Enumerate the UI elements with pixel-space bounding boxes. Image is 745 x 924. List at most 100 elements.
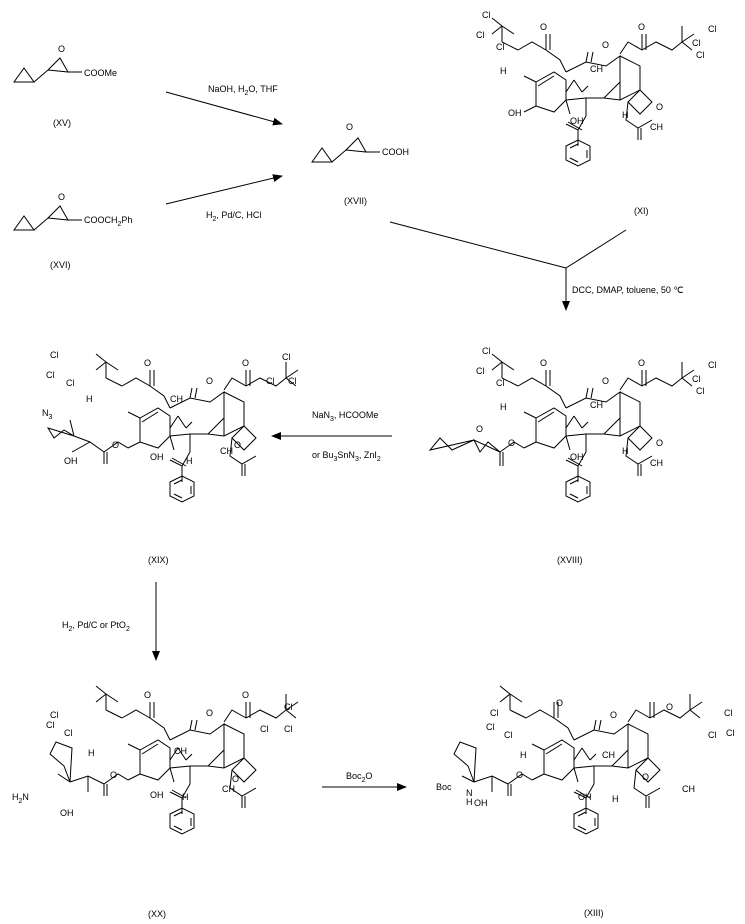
compound-xiii: Cl Cl Cl O O O Cl Cl Cl H CH O OH H CH O…: [453, 685, 735, 835]
step1-condition: NaOH, H2O, THF: [208, 84, 278, 97]
svg-text:OH: OH: [60, 808, 74, 818]
svg-text:O: O: [656, 438, 663, 448]
svg-text:Cl: Cl: [696, 50, 705, 60]
arrow-xv-to-xvii: [165, 91, 283, 126]
svg-text:O: O: [110, 770, 117, 780]
compound-xv: O COOMe (XV): [13, 44, 117, 128]
svg-text:H: H: [88, 748, 95, 758]
svg-text:Cl: Cl: [66, 378, 75, 388]
svg-text:O: O: [602, 40, 609, 50]
svg-text:OH: OH: [474, 798, 488, 808]
svg-text:O: O: [112, 440, 119, 450]
svg-text:OH: OH: [570, 116, 584, 126]
svg-text:Cl: Cl: [692, 374, 701, 384]
svg-text:H2N: H2N: [12, 792, 29, 805]
svg-text:Cl: Cl: [288, 376, 297, 386]
svg-text:Cl: Cl: [260, 724, 269, 734]
svg-text:OH: OH: [150, 452, 164, 462]
svg-text:Cl: Cl: [50, 710, 59, 720]
xvi-epoxide-o: O: [58, 192, 65, 202]
xix-azide: N: [42, 408, 49, 418]
svg-text:O: O: [206, 708, 213, 718]
svg-text:O: O: [540, 358, 547, 368]
svg-text:OH: OH: [508, 108, 522, 118]
svg-text:O: O: [206, 376, 213, 386]
step5-condition: H2, Pd/C or PtO2: [62, 620, 130, 633]
svg-text:CH: CH: [682, 784, 695, 794]
compound-xvii: O COOH (XVII): [311, 122, 409, 206]
xvi-ester-label: COOCH: [84, 215, 118, 225]
svg-text:CH: CH: [590, 400, 603, 410]
xix-label: (XIX): [148, 555, 169, 565]
svg-text:Cl: Cl: [708, 24, 717, 34]
step4-condition-line2: or Bu3SnN3, ZnI2: [312, 450, 381, 463]
svg-text:O: O: [144, 690, 151, 700]
svg-text:O: O: [610, 710, 617, 720]
svg-text:O: O: [656, 102, 663, 112]
svg-text:Cl: Cl: [482, 10, 491, 20]
svg-text:H: H: [182, 792, 189, 802]
arrow-xvi-to-xvii: [165, 174, 283, 205]
svg-text:Cl: Cl: [726, 728, 735, 738]
svg-text:CH: CH: [170, 394, 183, 404]
svg-text:Cl: Cl: [284, 724, 293, 734]
svg-text:OH: OH: [150, 790, 164, 800]
svg-text:CH: CH: [222, 784, 235, 794]
svg-text:Cl: Cl: [490, 708, 499, 718]
compound-xx: Cl Cl Cl O O O Cl Cl Cl H CH O OH H CH O…: [12, 685, 299, 835]
svg-text:Cl: Cl: [496, 378, 505, 388]
svg-text:Cl: Cl: [708, 730, 717, 740]
svg-text:O: O: [666, 702, 673, 712]
svg-text:Cl: Cl: [284, 702, 293, 712]
svg-text:Cl: Cl: [282, 352, 291, 362]
compound-xviii: Cl Cl Cl O O O Cl Cl Cl H CH O OH H CH O…: [428, 346, 717, 503]
svg-text:Cl: Cl: [476, 30, 485, 40]
svg-text:H: H: [500, 402, 507, 412]
svg-text:Cl: Cl: [724, 708, 733, 718]
svg-text:O: O: [516, 770, 523, 780]
xx-amine: H: [12, 792, 19, 802]
xi-label: (XI): [634, 206, 649, 216]
svg-text:O: O: [508, 438, 515, 448]
xiii-label: (XIII): [584, 908, 604, 918]
svg-text:H: H: [520, 750, 527, 760]
svg-text:O: O: [540, 22, 547, 32]
svg-text:Cl: Cl: [64, 728, 73, 738]
svg-text:CH: CH: [650, 458, 663, 468]
svg-text:O: O: [232, 774, 239, 784]
svg-text:Cl: Cl: [504, 730, 513, 740]
step3-condition: DCC, DMAP, toluene, 50 ℃: [572, 285, 684, 295]
svg-text:Cl: Cl: [476, 366, 485, 376]
svg-text:Cl: Cl: [46, 720, 55, 730]
svg-text:CH: CH: [220, 446, 233, 456]
compound-xix: Cl Cl Cl O O O Cl Cl Cl H CH O OH H CH O…: [42, 350, 299, 503]
svg-text:H: H: [186, 456, 193, 466]
svg-text:H: H: [500, 66, 507, 76]
xv-epoxide-o: O: [58, 44, 65, 54]
xv-label: (XV): [53, 118, 71, 128]
svg-text:Cl: Cl: [708, 360, 717, 370]
xvi-ester-tail: Ph: [121, 215, 132, 225]
svg-text:O: O: [602, 376, 609, 386]
svg-text:Cl: Cl: [266, 376, 275, 386]
svg-text:Cl: Cl: [696, 386, 705, 396]
svg-text:O: O: [242, 690, 249, 700]
svg-text:CH: CH: [174, 746, 187, 756]
svg-text:OH: OH: [570, 452, 584, 462]
xvi-ester-sub: 2: [118, 221, 122, 228]
svg-text:H: H: [622, 446, 629, 456]
svg-text:O: O: [638, 358, 645, 368]
compound-xvi: O COOCH2Ph (XVI): [13, 192, 132, 270]
xviii-label: (XVIII): [557, 555, 583, 565]
step6-condition: Boc2O: [346, 771, 372, 784]
step2-condition: H2, Pd/C, HCl: [206, 210, 261, 223]
step4-condition-line1: NaN3, HCOOMe: [312, 410, 378, 423]
svg-text:Cl: Cl: [486, 722, 495, 732]
compound-xi: Cl Cl Cl O O O Cl Cl Cl H CH O OH H CH O…: [476, 10, 717, 167]
xiii-boc: Boc: [436, 782, 452, 792]
svg-text:O: O: [556, 698, 563, 708]
svg-text:H: H: [612, 794, 619, 804]
xvii-label: (XVII): [344, 196, 367, 206]
